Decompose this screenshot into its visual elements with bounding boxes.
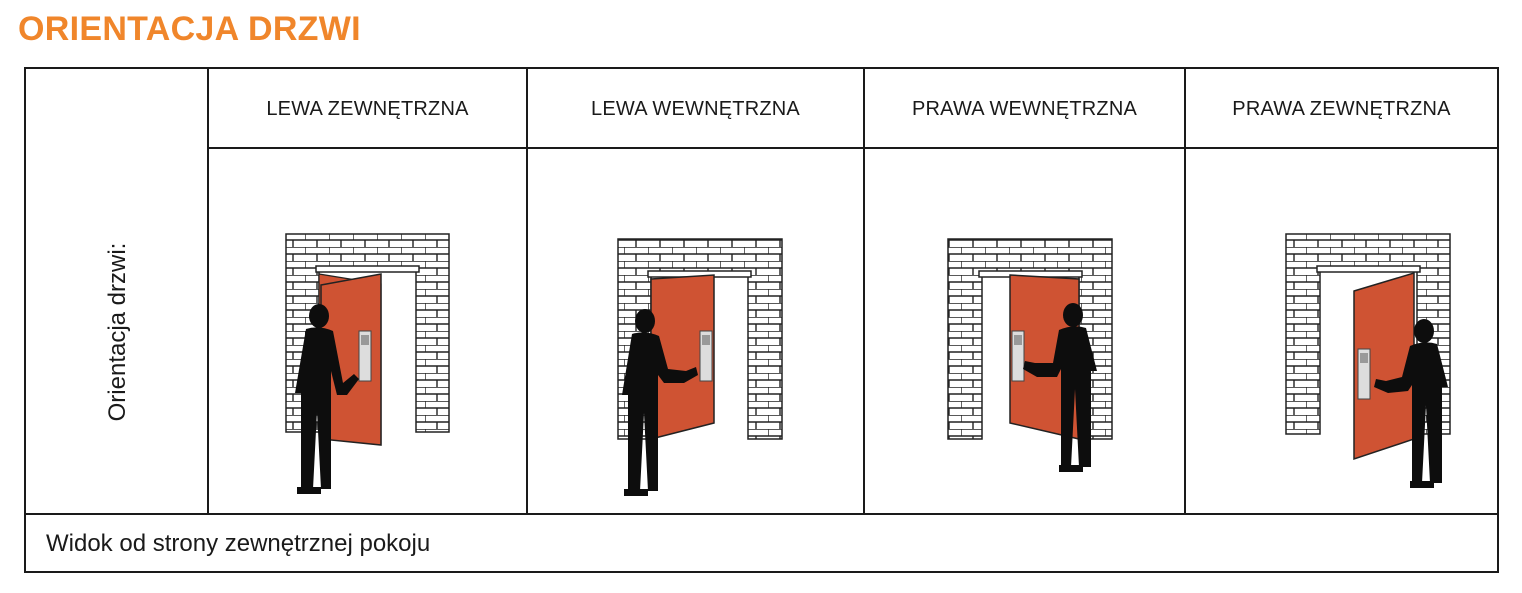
page-title: ORIENTACJA DRZWI bbox=[18, 10, 361, 48]
door-right-inward-icon bbox=[947, 238, 1113, 472]
door-orientation-table: LEWA ZEWNĘTRZNA LEWA WEWNĘTRZNA PRAWA WE… bbox=[24, 67, 1499, 573]
grid-divider bbox=[207, 69, 209, 513]
grid-divider bbox=[526, 69, 528, 513]
door-illustration-right-inward bbox=[865, 149, 1184, 515]
column-header-label: LEWA WEWNĘTRZNA bbox=[591, 97, 800, 120]
door-illustration-left-inward bbox=[528, 149, 863, 515]
door-illustration-right-outward bbox=[1186, 149, 1497, 515]
grid-divider bbox=[26, 513, 1497, 515]
grid-divider bbox=[207, 147, 1497, 149]
column-header-left-outward: LEWA ZEWNĘTRZNA bbox=[209, 69, 526, 149]
row-label-cell: Orientacja drzwi: bbox=[26, 149, 209, 515]
column-header-right-outward: PRAWA ZEWNĘTRZNA bbox=[1186, 69, 1497, 149]
door-left-inward-icon bbox=[617, 238, 783, 496]
door-left-outward-icon bbox=[285, 233, 450, 494]
row-label: Orientacja drzwi: bbox=[103, 242, 131, 422]
door-illustration-left-outward bbox=[209, 149, 526, 515]
column-header-right-inward: PRAWA WEWNĘTRZNA bbox=[865, 69, 1184, 149]
column-header-label: PRAWA ZEWNĘTRZNA bbox=[1232, 97, 1451, 120]
grid-divider bbox=[863, 69, 865, 513]
footer-note-text: Widok od strony zewnętrznej pokoju bbox=[46, 530, 431, 557]
column-header-left-inward: LEWA WEWNĘTRZNA bbox=[528, 69, 863, 149]
grid-divider bbox=[1184, 69, 1186, 513]
column-header-label: PRAWA WEWNĘTRZNA bbox=[911, 97, 1138, 120]
column-header-label: LEWA ZEWNĘTRZNA bbox=[266, 97, 469, 120]
door-right-outward-icon bbox=[1285, 233, 1451, 488]
footer-note: Widok od strony zewnętrznej pokoju bbox=[46, 515, 430, 573]
